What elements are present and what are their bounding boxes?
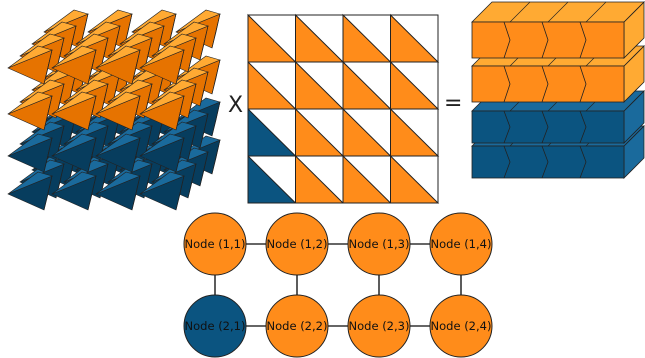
cube-divider: [579, 145, 587, 179]
pyramid-face: [7, 171, 53, 195]
pyramid-face: [51, 91, 97, 115]
node-circle: [265, 212, 329, 276]
node-circle: [183, 294, 247, 358]
node-label: Node (1,2): [267, 237, 328, 251]
cube-divider: [579, 21, 587, 59]
pyramid-face: [51, 171, 97, 195]
pyramid-face: [211, 13, 221, 49]
cube-front-face: [471, 110, 625, 144]
pyramid-face: [131, 175, 141, 211]
multiply-operator: X: [228, 93, 243, 118]
pyramid-face: [95, 171, 141, 195]
pyramid-grid: [7, 9, 221, 211]
pyramid-face: [43, 137, 53, 173]
node-circle: [347, 212, 411, 276]
cube-grid-line: [547, 1, 569, 23]
pyramid-face: [199, 151, 209, 187]
cube-divider: [503, 145, 511, 179]
node-label: Node (1,1): [185, 237, 246, 251]
node-label: Node (1,3): [349, 237, 410, 251]
pyramid-face: [211, 139, 221, 175]
pyramid-face: [43, 175, 53, 211]
pyramid-face: [87, 49, 97, 85]
node-label: Node (2,2): [267, 319, 328, 333]
matrix-triangle: [390, 154, 440, 204]
pyramid-face: [43, 49, 53, 85]
node-circle: [347, 294, 411, 358]
cube-divider: [503, 65, 511, 103]
pyramid-face: [175, 49, 185, 85]
pyramid-face: [139, 91, 185, 115]
cube-divider: [503, 110, 511, 144]
matrix-triangle: [247, 154, 297, 204]
cube-grid-line: [509, 1, 531, 23]
node-circle: [429, 212, 493, 276]
matrix-triangle: [342, 154, 392, 204]
matrix-triangle: [295, 154, 345, 204]
cube-divider: [579, 110, 587, 144]
cube-divider: [503, 21, 511, 59]
pyramid-face: [139, 45, 185, 69]
cube-divider: [541, 145, 549, 179]
pyramid-face: [187, 83, 197, 119]
cube-divider: [579, 65, 587, 103]
pyramid-face: [131, 137, 141, 173]
pyramid-face: [211, 59, 221, 95]
node-grid: Node (1,1) Node (1,2) Node (1,3) Node (1,4)…: [183, 212, 493, 358]
pyramid-face: [199, 25, 209, 61]
node-label: Node (2,1): [185, 319, 246, 333]
pyramid-face: [51, 45, 97, 69]
node-label: Node (2,3): [349, 319, 410, 333]
node-circle: [183, 212, 247, 276]
result-cube: [471, 1, 645, 179]
node-label: Node (2,4): [431, 319, 492, 333]
pyramid-face: [199, 113, 209, 149]
pyramid-face: [131, 49, 141, 85]
pyramid-face: [87, 175, 97, 211]
triangle-matrix: [247, 13, 440, 204]
pyramid-face: [131, 95, 141, 131]
pyramid-face: [175, 137, 185, 173]
pyramid-face: [139, 171, 185, 195]
pyramid-face: [187, 163, 197, 199]
pyramid-face: [175, 175, 185, 211]
pyramid-face: [87, 137, 97, 173]
node-edges: [214, 243, 462, 327]
pyramid-face: [199, 71, 209, 107]
node-circle: [429, 294, 493, 358]
pyramid-face: [95, 91, 141, 115]
pyramid-face: [211, 101, 221, 137]
pyramid-face: [43, 95, 53, 131]
pyramid-face: [95, 133, 141, 157]
pyramid-face: [139, 133, 185, 157]
pyramid-face: [187, 125, 197, 161]
pyramid-face: [7, 45, 53, 69]
cube-divider: [541, 65, 549, 103]
pyramid-face: [95, 45, 141, 69]
equals-operator: =: [444, 91, 462, 116]
cube-divider: [541, 21, 549, 59]
pyramid-face: [175, 95, 185, 131]
pyramid-face: [7, 91, 53, 115]
cube-grid-line: [585, 1, 607, 23]
pyramid-face: [87, 95, 97, 131]
node-circle: [265, 294, 329, 358]
pyramid-face: [187, 37, 197, 73]
pyramid-face: [51, 133, 97, 157]
pyramid-face: [7, 133, 53, 157]
node-label: Node (1,4): [431, 237, 492, 251]
cube-divider: [541, 110, 549, 144]
